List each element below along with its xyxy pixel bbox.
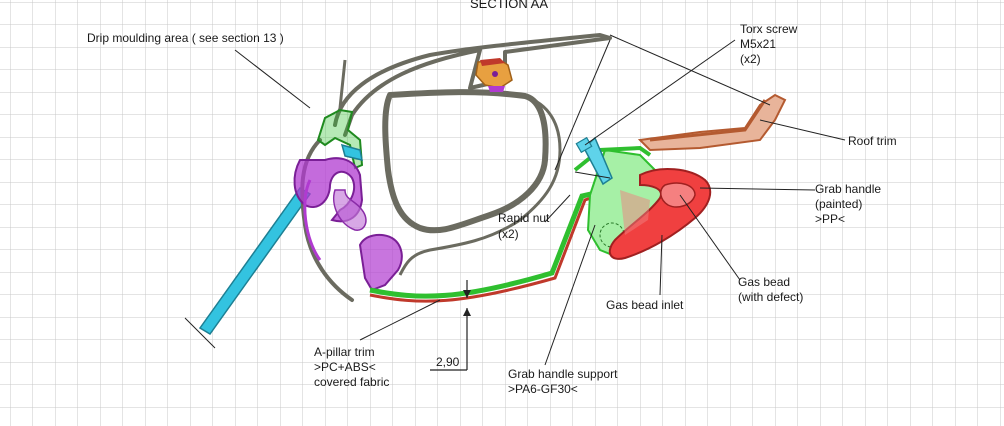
roof-trim-leader bbox=[759, 119, 846, 141]
roof-trim-edge bbox=[649, 99, 767, 142]
label-apillar-2: >PC+ABS< bbox=[314, 360, 376, 374]
support-top-flange bbox=[573, 145, 652, 172]
rapid-nut-pointer bbox=[574, 171, 611, 179]
purple-seal-edge bbox=[303, 179, 322, 261]
gas-bead-inlet-shape bbox=[660, 182, 696, 208]
gas-bead-inlet-leader bbox=[659, 234, 663, 296]
roof-line-upper bbox=[609, 34, 771, 106]
label-roof-trim: Roof trim bbox=[848, 134, 897, 148]
label-grab-handle-3: >PP< bbox=[815, 212, 845, 226]
gas-bead-leader bbox=[679, 194, 741, 281]
glass-lead-line bbox=[184, 317, 216, 349]
label-grab-support-2: >PA6-GF30< bbox=[508, 382, 578, 396]
label-gas-bead-1: Gas bead bbox=[738, 275, 790, 289]
label-rapid-nut-1: Rapid nut bbox=[498, 211, 550, 225]
drip-cyan-clip bbox=[340, 143, 363, 161]
label-apillar-3: covered fabric bbox=[314, 375, 389, 389]
purple-seal-lower bbox=[358, 233, 403, 292]
label-gas-bead-2: (with defect) bbox=[738, 290, 803, 304]
label-grab-support-1: Grab handle support bbox=[508, 367, 618, 381]
grab-handle-leader bbox=[699, 187, 816, 191]
label-grab-handle-2: (painted) bbox=[815, 197, 862, 211]
top-clip-red bbox=[480, 58, 505, 66]
label-grab-handle-1: Grab handle bbox=[815, 182, 881, 196]
label-drip-moulding: Drip moulding area ( see section 13 ) bbox=[87, 31, 284, 45]
label-dimension: 2,90 bbox=[436, 355, 460, 369]
label-torx-3: (x2) bbox=[740, 52, 761, 66]
apillar-leader bbox=[359, 299, 441, 341]
dim-arrow-top bbox=[463, 290, 471, 298]
torx-leader bbox=[584, 39, 736, 146]
section-title: SECTION AA bbox=[470, 0, 548, 11]
body-lower-path bbox=[398, 94, 562, 276]
top-clip-purple bbox=[488, 86, 505, 92]
body-top-flange bbox=[338, 59, 347, 109]
drip-moulding-lead bbox=[234, 49, 311, 109]
rapid-nut-leader bbox=[544, 194, 571, 223]
support-overlay bbox=[620, 190, 650, 235]
label-gas-bead-inlet: Gas bead inlet bbox=[606, 298, 684, 312]
grab-support-leader bbox=[544, 224, 596, 366]
torx-screw bbox=[583, 136, 613, 186]
top-clip-hole bbox=[492, 71, 498, 77]
apillar-trim-green bbox=[369, 189, 601, 299]
body-inner-loop bbox=[382, 89, 549, 234]
label-torx-2: M5x21 bbox=[740, 37, 776, 51]
label-rapid-nut-2: (x2) bbox=[498, 227, 519, 241]
label-torx-1: Torx screw bbox=[740, 22, 798, 36]
roof-line-lower bbox=[554, 39, 611, 171]
purple-seal-mid bbox=[333, 189, 367, 231]
apillar-trim-fabric bbox=[369, 193, 601, 303]
label-apillar-1: A-pillar trim bbox=[314, 345, 375, 359]
dim-arrow-bottom bbox=[463, 308, 471, 316]
